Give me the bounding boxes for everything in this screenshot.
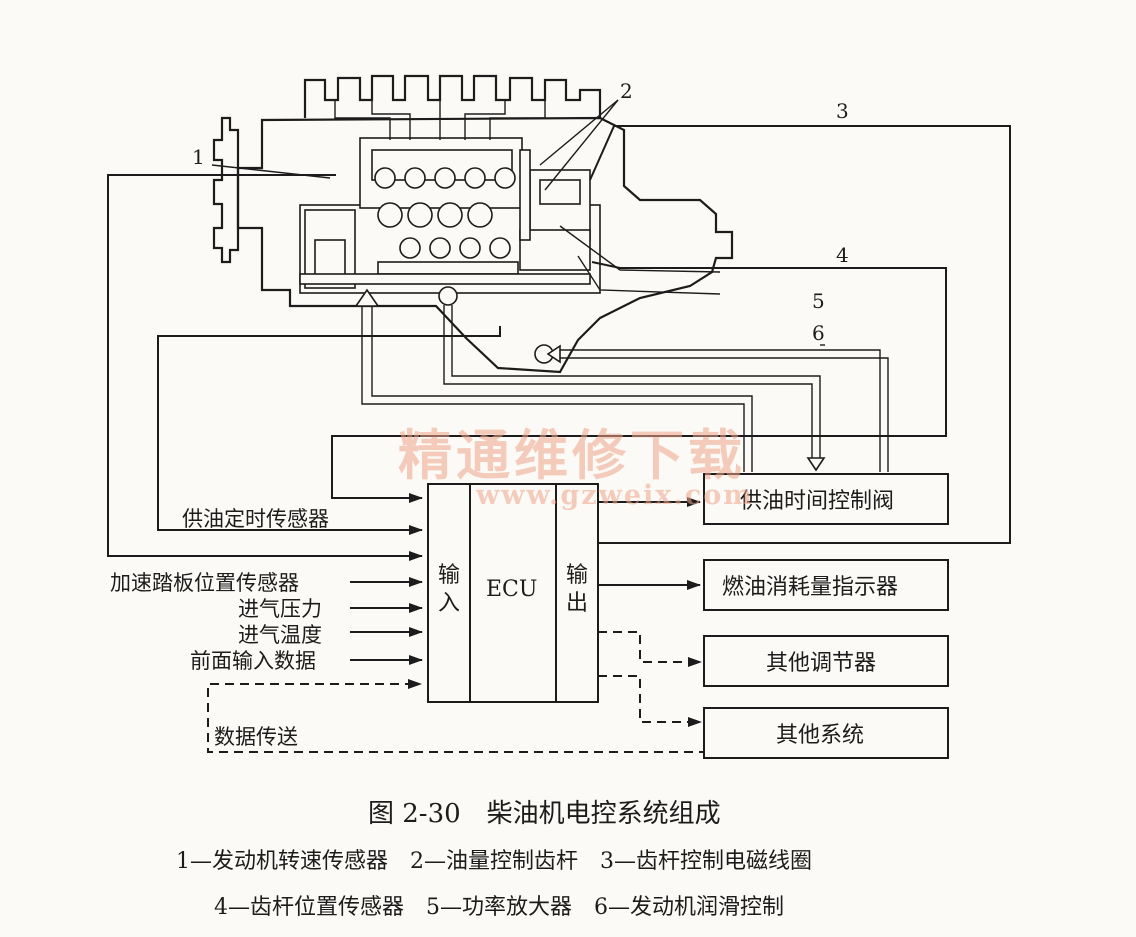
label-intake-temperature: 进气温度 <box>238 623 322 647</box>
line-rack-solenoid <box>589 125 1011 544</box>
callout-2: 2 <box>620 79 633 103</box>
label-data-transfer: 数据传送 <box>214 725 298 749</box>
sensor-port <box>438 286 458 306</box>
label-front-input-data: 前面输入数据 <box>190 649 316 673</box>
watermark-url: www.gzweix.com <box>475 480 754 511</box>
plungers <box>299 149 591 285</box>
callout-1: 1 <box>192 145 205 169</box>
other-regulators-label: 其他调节器 <box>766 651 876 676</box>
ecu-block <box>427 483 599 703</box>
label-accel-pedal-sensor: 加速踏板位置传感器 <box>110 571 299 595</box>
dashed-to-other-regulators <box>598 631 690 663</box>
watermark-text: 精通维修下载 <box>398 423 746 487</box>
arrow-down-to-valve <box>806 457 826 472</box>
legend-line-1: 1—发动机转速传感器 2—油量控制齿杆 3—齿杆控制电磁线圈 <box>176 849 812 874</box>
other-regulators-box <box>703 635 949 687</box>
dashed-data-transfer <box>207 683 708 753</box>
line-rack-position-sensor <box>331 261 947 503</box>
fuel-time-valve-box <box>703 473 949 525</box>
callout-5: 5 <box>812 289 825 313</box>
ecu-label: ECU <box>486 577 537 602</box>
legend-line-2: 4—齿杆位置传感器 5—功率放大器 6—发动机润滑控制 <box>214 895 784 920</box>
ecu-output-char2: 出 <box>566 591 588 616</box>
line-fuel-timing-sensor <box>157 326 501 535</box>
fuel-time-valve-label: 供油时间控制阀 <box>740 489 894 514</box>
fuel-indicator-label: 燃油消耗量指示器 <box>722 575 898 600</box>
line-speed-sensor <box>107 174 423 561</box>
callout-3: 3 <box>836 99 849 123</box>
figure-caption: 图 2-30 柴油机电控系统组成 <box>368 799 721 829</box>
engine-pump-illustration <box>212 74 734 374</box>
label-intake-pressure: 进气压力 <box>238 597 322 621</box>
ecu-input-char2: 入 <box>438 591 460 616</box>
arrow-up-to-pump <box>354 288 380 307</box>
fuel-indicator-box <box>703 559 949 611</box>
ecu-input-char1: 输 <box>438 563 460 588</box>
ecu-output-char1: 输 <box>566 563 588 588</box>
label-fuel-timing-sensor: 供油定时传感器 <box>182 507 329 531</box>
other-systems-box <box>703 707 949 759</box>
callout-4: 4 <box>836 243 849 267</box>
other-systems-label: 其他系统 <box>776 723 864 748</box>
dashed-to-other-systems <box>598 675 690 723</box>
arrow-left-to-lube <box>546 344 561 364</box>
callout-6: 6 <box>812 321 825 345</box>
